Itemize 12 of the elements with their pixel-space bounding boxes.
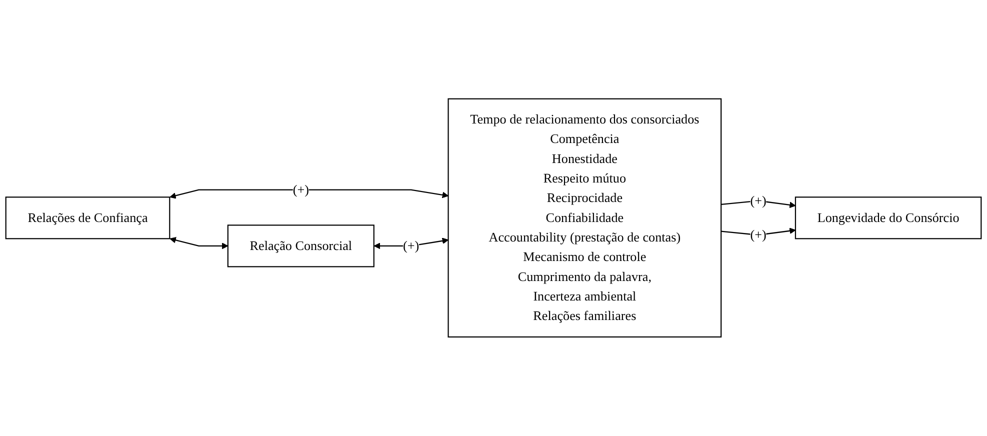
node-box: Relações de Confiança: [5, 196, 170, 240]
arrow: [374, 238, 449, 250]
node-box: Longevidade do Consórcio: [794, 196, 982, 240]
node-box: Tempo de relacionamento dos consorciados Competência Honestidade Respeito mútuo Reciprocidade Confiabilidade Accountability (prestação de contas) Mecanismo de controle Cumprimento da palavra, Incerteza ambiental Relações familiares: [448, 98, 722, 338]
edge-label: (+): [750, 193, 766, 208]
edge-label: (+): [403, 238, 420, 253]
edge-label: (+): [292, 182, 309, 197]
edge-label: (+): [750, 227, 766, 242]
arrow: [170, 237, 228, 250]
node-box: Relação Consorcial: [227, 224, 374, 268]
arrow: [721, 200, 796, 208]
arrow: [170, 189, 449, 199]
